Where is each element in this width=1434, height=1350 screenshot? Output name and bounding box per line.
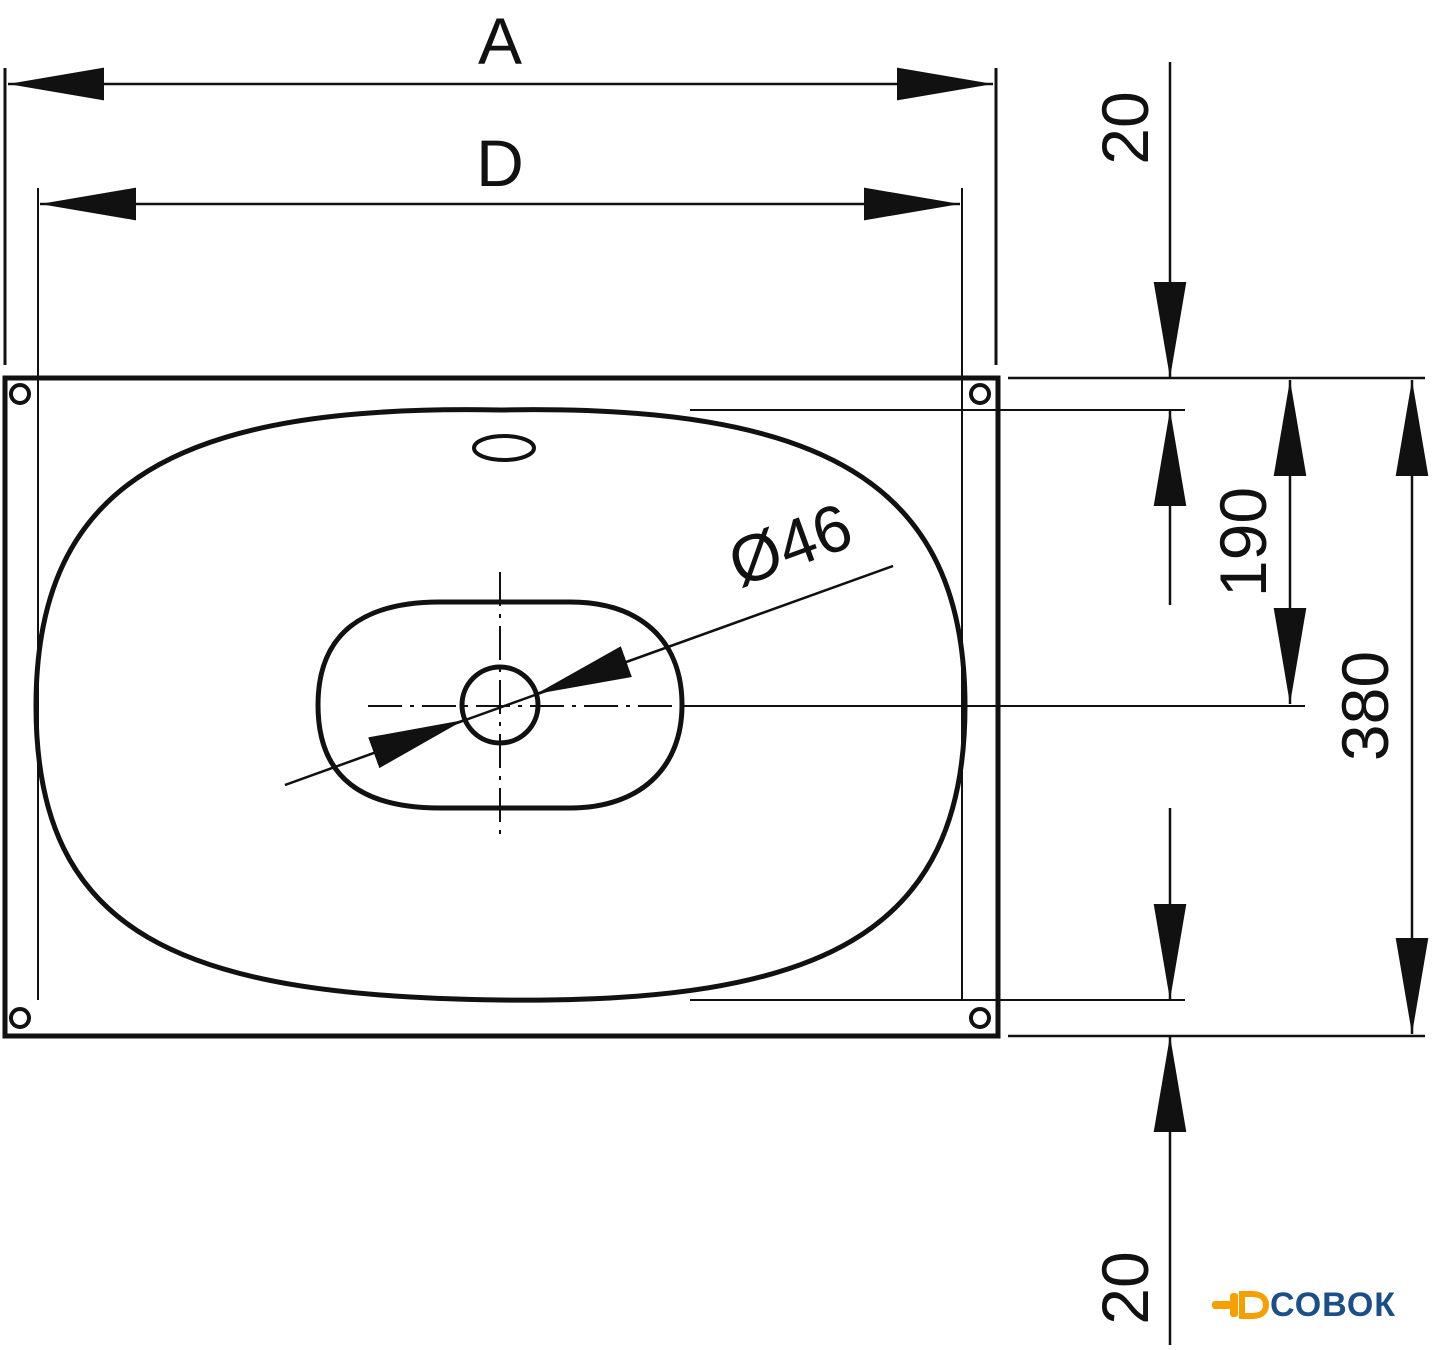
inner-basin-outline [315, 599, 685, 811]
mounting-hole-bottom-left [9, 1007, 31, 1029]
mounting-holes [9, 383, 991, 1029]
sink-bowl-outline [33, 407, 968, 1003]
faucet-icon [1212, 1291, 1270, 1319]
label-drain-diameter: Ø46 [719, 488, 862, 600]
mounting-hole-bottom-right [969, 1007, 991, 1029]
label-depth: 380 [1328, 651, 1402, 761]
label-width-d: D [476, 126, 524, 200]
mounting-hole-top-left [9, 383, 31, 405]
watermark-text: СОВОК [1270, 1285, 1397, 1324]
overflow-slot [472, 434, 536, 462]
mounting-hole-top-right [969, 383, 991, 405]
label-top-offset: 20 [1088, 91, 1162, 164]
watermark-logo: СОВОК [1212, 1282, 1396, 1328]
drain-hole [459, 664, 541, 746]
label-width-a: A [478, 4, 522, 78]
label-drain-offset: 190 [1206, 487, 1280, 597]
label-bottom-offset: 20 [1088, 1251, 1162, 1324]
